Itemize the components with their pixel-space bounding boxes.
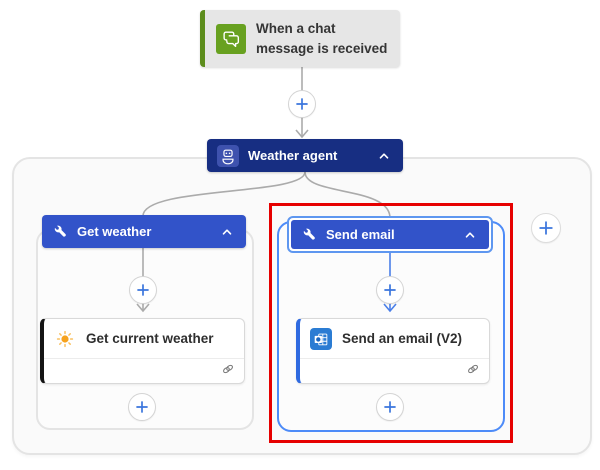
- chevron-up-icon: [379, 152, 389, 159]
- agent-title: Weather agent: [248, 148, 338, 163]
- arrow-down-icon: [295, 129, 309, 139]
- action-footer: [44, 359, 244, 383]
- trigger-card[interactable]: When a chat message is received: [200, 10, 400, 67]
- insert-step-button[interactable]: [129, 276, 157, 304]
- wrench-icon: [52, 224, 68, 240]
- action-footer: [300, 359, 489, 383]
- branch-header-get-weather[interactable]: Get weather: [42, 215, 246, 248]
- plus-icon: [137, 284, 149, 296]
- plus-icon: [136, 401, 148, 413]
- outlook-icon: [310, 327, 332, 350]
- insert-step-button[interactable]: [376, 276, 404, 304]
- trigger-title: When a chat message is received: [256, 20, 388, 56]
- action-title-row: Get current weather: [44, 319, 244, 360]
- branch-title: Get weather: [77, 224, 152, 239]
- plus-icon: [539, 221, 553, 235]
- plus-icon: [384, 401, 396, 413]
- action-title-row: Send an email (V2): [300, 319, 489, 360]
- insert-step-button[interactable]: [288, 90, 316, 118]
- chevron-up-icon: [222, 228, 232, 235]
- branch-header-card: Send email: [291, 220, 489, 249]
- robot-icon: [217, 144, 239, 167]
- link-icon: [221, 362, 235, 381]
- add-action-button[interactable]: [128, 393, 156, 421]
- branch-header-send-email[interactable]: Send email: [287, 216, 493, 253]
- chevron-up-icon: [465, 231, 475, 238]
- collapse-button[interactable]: [375, 147, 393, 165]
- plus-icon: [296, 98, 308, 110]
- add-action-button[interactable]: [376, 393, 404, 421]
- action-title: Get current weather: [86, 331, 214, 347]
- wrench-icon: [301, 227, 317, 243]
- chat-bubbles-icon: [216, 23, 246, 54]
- collapse-button[interactable]: [218, 223, 236, 241]
- action-title: Send an email (V2): [342, 331, 463, 347]
- collapse-button[interactable]: [461, 226, 479, 244]
- agent-card[interactable]: Weather agent: [207, 139, 403, 172]
- plus-icon: [384, 284, 396, 296]
- branch-title: Send email: [326, 227, 395, 242]
- sun-icon: [54, 328, 76, 350]
- link-icon: [466, 362, 480, 381]
- action-card-get-current-weather[interactable]: Get current weather: [40, 318, 245, 384]
- action-card-send-an-email[interactable]: Send an email (V2): [296, 318, 490, 384]
- add-branch-button[interactable]: [531, 213, 561, 243]
